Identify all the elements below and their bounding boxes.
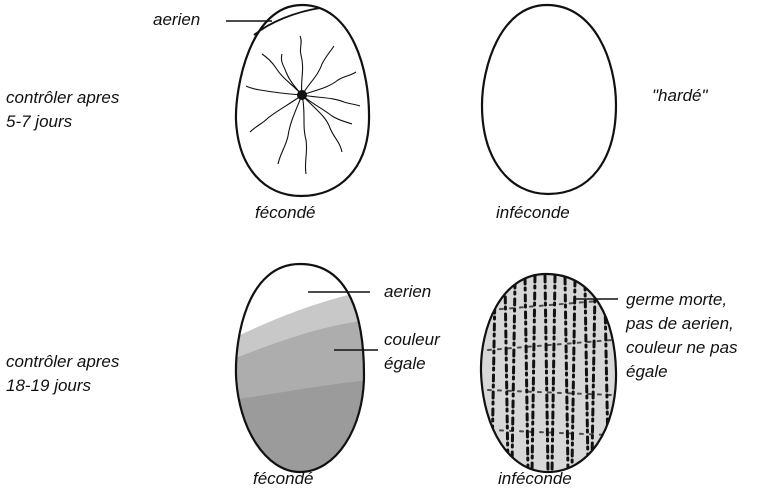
- color-label-line: égale: [384, 352, 440, 376]
- color-label-line: couleur: [384, 328, 440, 352]
- dead-germ-label-line: pas de aerien,: [626, 312, 738, 336]
- check-label-line: contrôler apres: [6, 350, 119, 374]
- dead-germ-label: germe morte, pas de aerien, couleur ne p…: [626, 288, 738, 384]
- infertile-egg-day18: [478, 270, 620, 476]
- dead-germ-label-line: couleur ne pas: [626, 336, 738, 360]
- hard-label: "hardé": [652, 84, 708, 108]
- dead-germ-label-line: germe morte,: [626, 288, 738, 312]
- caption-infertile-day18: inféconde: [498, 469, 572, 489]
- caption-infertile-day5: inféconde: [496, 203, 570, 223]
- caption-fertile-day18: fécondé: [253, 469, 314, 489]
- check-label-day18: contrôler apres 18-19 jours: [6, 350, 119, 398]
- embryo-spot: [297, 90, 307, 100]
- check-label-line: contrôler apres: [6, 86, 119, 110]
- air-cell-label-day5: aerien: [153, 8, 200, 32]
- caption-fertile-day5: fécondé: [255, 203, 316, 223]
- check-label-line: 5-7 jours: [6, 110, 119, 134]
- fertile-egg-day5: [226, 5, 369, 196]
- blood-vessels: [246, 36, 360, 174]
- check-label-day5: contrôler apres 5-7 jours: [6, 86, 119, 134]
- dead-germ-label-line: égale: [626, 360, 738, 384]
- color-label: couleur égale: [384, 328, 440, 376]
- fertile-egg-day18: [230, 264, 378, 480]
- infertile-egg-day5: [482, 5, 616, 194]
- check-label-line: 18-19 jours: [6, 374, 119, 398]
- air-cell-label-day18: aerien: [384, 280, 431, 304]
